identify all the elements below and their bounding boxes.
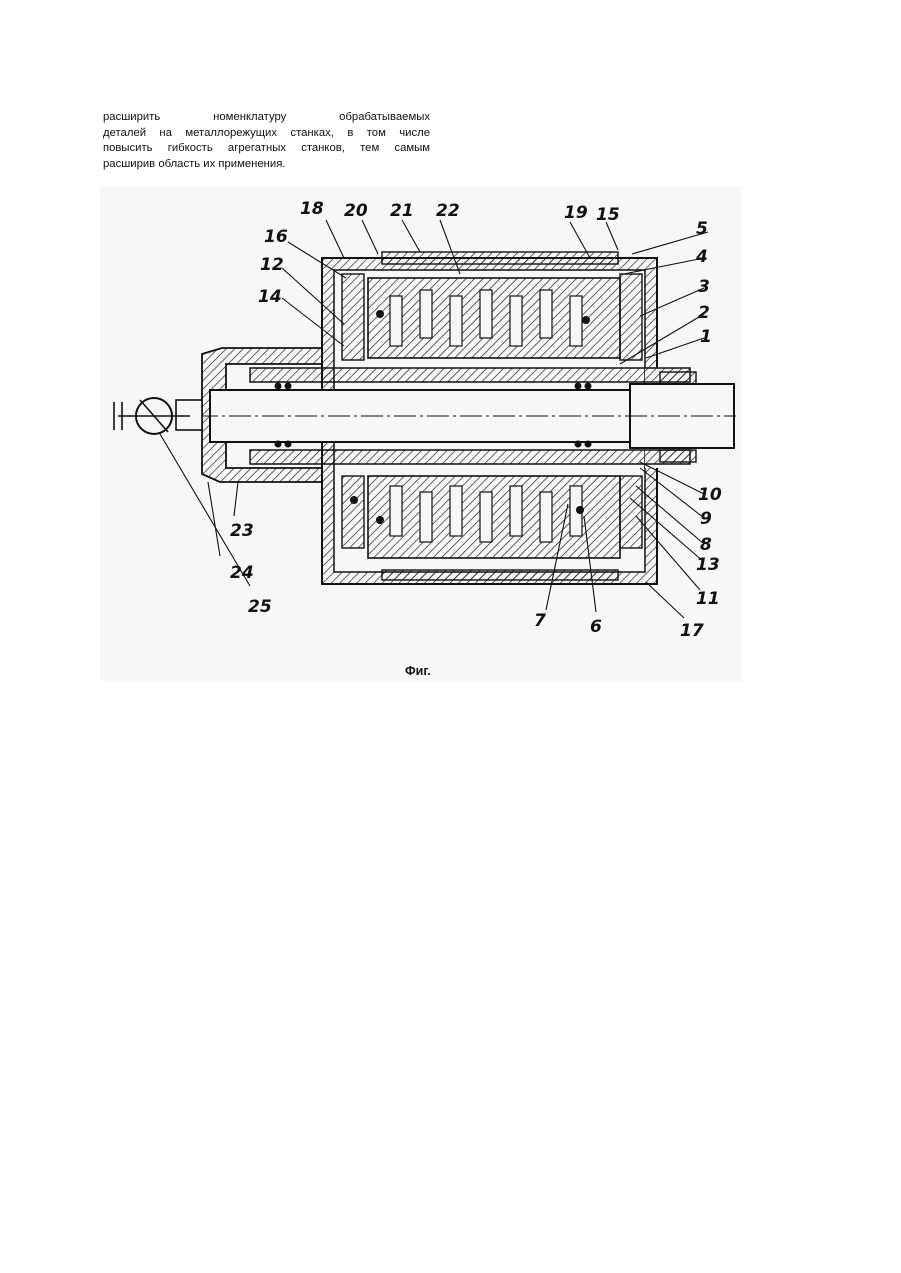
callout-18: 18 [300, 199, 324, 219]
spindle-assembly-drawing: 18 20 21 22 19 15 5 16 4 12 3 14 2 1 10 … [100, 186, 742, 681]
callout-22: 22 [436, 201, 460, 221]
callout-21: 21 [390, 201, 414, 221]
callout-16: 16 [264, 227, 288, 247]
callout-19: 19 [564, 203, 588, 223]
callout-5: 5 [696, 219, 708, 239]
figure-caption: Фиг. [405, 664, 431, 678]
lower-rotor-block [368, 476, 620, 558]
callout-4: 4 [695, 247, 708, 267]
callout-14: 14 [258, 287, 282, 307]
callout-9: 9 [700, 509, 712, 529]
callout-10: 10 [698, 485, 722, 505]
paragraph-line: деталей на металлорежущих станках, в том… [103, 126, 430, 142]
callout-8: 8 [700, 535, 712, 555]
body-paragraph: расширить номенклатуру обрабатываемых де… [103, 110, 430, 172]
paragraph-line: расширив область их применения. [103, 157, 430, 173]
upper-rotor-block [368, 278, 620, 358]
callout-17: 17 [680, 621, 704, 641]
callout-13: 13 [696, 555, 720, 575]
callout-12: 12 [260, 255, 284, 275]
callout-20: 20 [344, 201, 368, 221]
paragraph-line: повысить гибкость агрегатных станков, те… [103, 141, 430, 157]
callout-7: 7 [534, 611, 546, 631]
callout-3: 3 [698, 277, 710, 297]
technical-drawing: 18 20 21 22 19 15 5 16 4 12 3 14 2 1 10 … [100, 186, 742, 681]
callout-25: 25 [248, 597, 272, 617]
callout-15: 15 [596, 205, 620, 225]
callout-1: 1 [700, 327, 712, 347]
callout-11: 11 [696, 589, 720, 609]
callout-24: 24 [230, 563, 254, 583]
callout-2: 2 [698, 303, 710, 323]
callout-6: 6 [590, 617, 602, 637]
callout-23: 23 [230, 521, 254, 541]
paragraph-line: расширить номенклатуру обрабатываемых [103, 110, 430, 126]
